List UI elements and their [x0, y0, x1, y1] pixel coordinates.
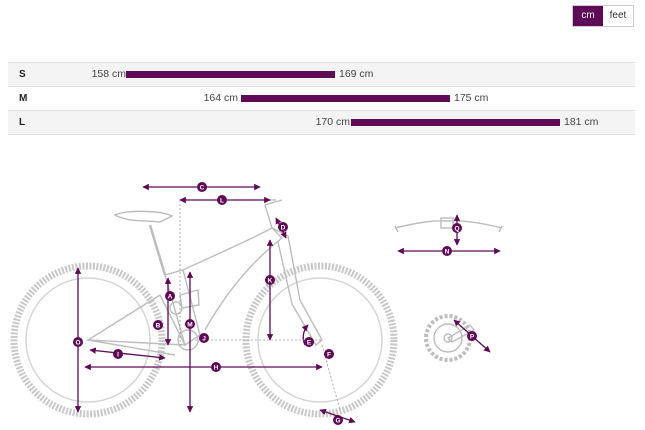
marker-h: H [211, 362, 221, 372]
size-row-m: M 164 cm 175 cm [8, 86, 635, 110]
marker-l: L [217, 195, 227, 205]
marker-f: F [324, 349, 334, 359]
marker-i: I [113, 349, 123, 359]
svg-text:O: O [75, 340, 80, 347]
range-min: 158 cm [91, 68, 126, 80]
marker-d: D [278, 222, 288, 232]
svg-text:J: J [202, 336, 206, 343]
unit-feet-button[interactable]: feet [603, 6, 633, 26]
range-max: 169 cm [339, 68, 374, 80]
unit-cm-button[interactable]: cm [573, 6, 603, 26]
svg-text:N: N [445, 249, 450, 256]
marker-c: C [197, 182, 207, 192]
svg-text:B: B [156, 323, 161, 330]
range-min: 170 cm [315, 116, 350, 128]
marker-n: N [442, 246, 452, 256]
marker-p: P [467, 331, 477, 341]
range-bar [126, 71, 335, 78]
marker-b: B [153, 320, 163, 330]
svg-text:M: M [187, 322, 192, 329]
range-bar [241, 95, 450, 102]
size-row-l: L 170 cm 181 cm [8, 110, 635, 135]
marker-g: G [333, 415, 343, 425]
marker-badges: C L D K A B M J O I H E F G N Q P [73, 182, 477, 425]
rear-wheel [10, 262, 166, 418]
size-label: M [19, 93, 28, 104]
svg-text:P: P [470, 334, 475, 341]
svg-text:G: G [335, 418, 340, 425]
svg-text:D: D [281, 225, 286, 232]
guide-lines [179, 200, 341, 411]
svg-text:H: H [214, 365, 219, 372]
marker-m: M [185, 319, 195, 329]
size-label: S [19, 69, 26, 80]
marker-q: Q [452, 223, 462, 233]
marker-a: A [165, 291, 175, 301]
size-row-s: S 158 cm 169 cm [8, 62, 635, 86]
marker-o: O [73, 337, 83, 347]
svg-text:F: F [327, 352, 331, 359]
svg-text:Q: Q [454, 226, 459, 233]
marker-k: K [265, 275, 275, 285]
bike-geometry-diagram: C L D K A B M J O I H E F G N Q P [10, 182, 503, 425]
range-bar [351, 119, 560, 126]
svg-text:L: L [220, 198, 224, 205]
range-max: 181 cm [564, 116, 599, 128]
svg-text:K: K [268, 278, 273, 285]
marker-e: E [304, 337, 314, 347]
svg-text:A: A [168, 294, 173, 301]
svg-text:E: E [307, 340, 312, 347]
svg-text:C: C [200, 185, 205, 192]
handlebar-detail [394, 217, 503, 233]
range-max: 175 cm [454, 92, 489, 104]
size-table: S 158 cm 169 cm M 164 cm 175 cm L 170 cm… [8, 62, 635, 135]
crankset-detail [424, 314, 476, 362]
marker-j: J [199, 333, 209, 343]
unit-toggle: cm feet [572, 5, 634, 27]
svg-text:I: I [117, 352, 119, 359]
size-label: L [19, 117, 26, 128]
range-min: 164 cm [203, 92, 238, 104]
